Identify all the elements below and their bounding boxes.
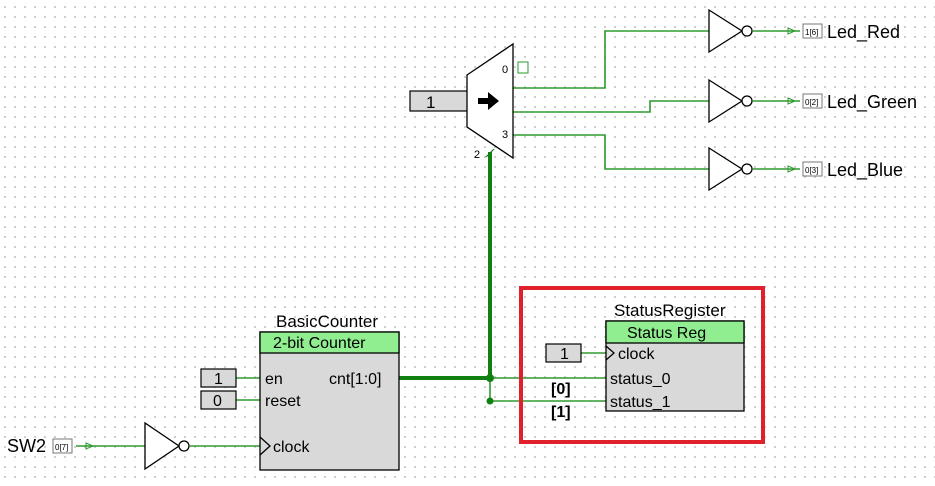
sw2-pin-label: 0[7] <box>55 443 68 452</box>
wire-mux-out-red <box>513 30 709 89</box>
basic-counter[interactable]: BasicCounter 2-bit Counter en reset cnt[… <box>259 312 400 471</box>
status-register-port-status0: status_0 <box>610 371 671 388</box>
input-sw2[interactable]: SW2 0[7] <box>7 436 95 456</box>
wire-mux-out-blue <box>513 134 709 170</box>
output-led-red[interactable]: 1[6] Led_Red <box>787 22 900 43</box>
led-blue-label: Led_Blue <box>827 160 903 181</box>
status-register-title: Status Reg <box>627 325 706 342</box>
counter-reset-value: 0 <box>213 393 222 410</box>
multiplexer[interactable]: 1 0 3 2 <box>409 42 529 161</box>
led-green-pin-box <box>802 93 823 109</box>
highlight-box <box>519 286 765 444</box>
mux-port-0-label: 0 <box>502 64 508 76</box>
led-blue-pin-label: 0[3] <box>805 166 818 175</box>
counter-reset-constant[interactable]: 0 <box>200 390 237 410</box>
inverter-clock[interactable] <box>144 421 190 471</box>
inverter-green[interactable] <box>708 78 753 124</box>
mux-port-0-stub <box>517 61 529 74</box>
wires <box>76 30 800 447</box>
status-clock-constant[interactable]: 1 <box>545 343 582 363</box>
led-red-pin-box <box>802 23 823 39</box>
counter-port-clock: clock <box>273 439 310 456</box>
wire-status1 <box>489 378 606 402</box>
led-red-label: Led_Red <box>827 22 900 43</box>
status-register-instance-name: StatusRegister <box>614 301 726 320</box>
arrow-right-icon <box>478 92 499 110</box>
output-led-green[interactable]: 0[2] Led_Green <box>787 92 917 113</box>
status-register-port-clock: clock <box>618 346 655 363</box>
counter-header <box>259 331 400 354</box>
status-register-port-status1: status_1 <box>610 394 671 411</box>
status-register-header <box>605 320 745 344</box>
counter-body[interactable] <box>259 331 400 471</box>
counter-port-cnt: cnt[1:0] <box>329 371 381 388</box>
status-register[interactable]: StatusRegister Status Reg clock status_0… <box>605 301 745 412</box>
clock-edge-icon <box>259 436 271 456</box>
mux-select-value: 1 <box>426 93 435 112</box>
counter-title: 2-bit Counter <box>273 335 366 352</box>
counter-port-en: en <box>265 371 283 388</box>
led-green-pin-label: 0[2] <box>805 98 818 107</box>
clock-edge-icon <box>605 345 615 361</box>
led-blue-pin-box <box>802 161 823 177</box>
counter-en-constant[interactable]: 1 <box>200 368 237 388</box>
sw2-label: SW2 <box>7 436 46 456</box>
junction-dot-bus <box>486 374 494 382</box>
counter-port-reset: reset <box>265 393 301 410</box>
sw2-pin-box <box>52 438 73 454</box>
status-clock-value: 1 <box>560 346 569 363</box>
mux-select-width-label: 2 <box>474 149 480 161</box>
splitter-bit0-label: [0] <box>551 381 571 398</box>
splitter-bit1-label: [1] <box>551 404 571 421</box>
led-red-pin-label: 1[6] <box>805 28 818 37</box>
mux-select-width-tick <box>485 148 495 158</box>
junction-dot-bit1 <box>486 397 494 405</box>
counter-instance-name: BasicCounter <box>276 312 378 331</box>
mux-select-constant[interactable] <box>409 90 471 112</box>
inverter-red[interactable] <box>708 8 753 54</box>
inverter-blue[interactable] <box>708 146 753 192</box>
wire-mux-out-green <box>513 100 709 113</box>
led-green-label: Led_Green <box>827 92 917 113</box>
counter-en-value: 1 <box>214 371 223 388</box>
mux-port-3-label: 3 <box>502 129 508 141</box>
output-led-blue[interactable]: 0[3] Led_Blue <box>787 160 903 181</box>
